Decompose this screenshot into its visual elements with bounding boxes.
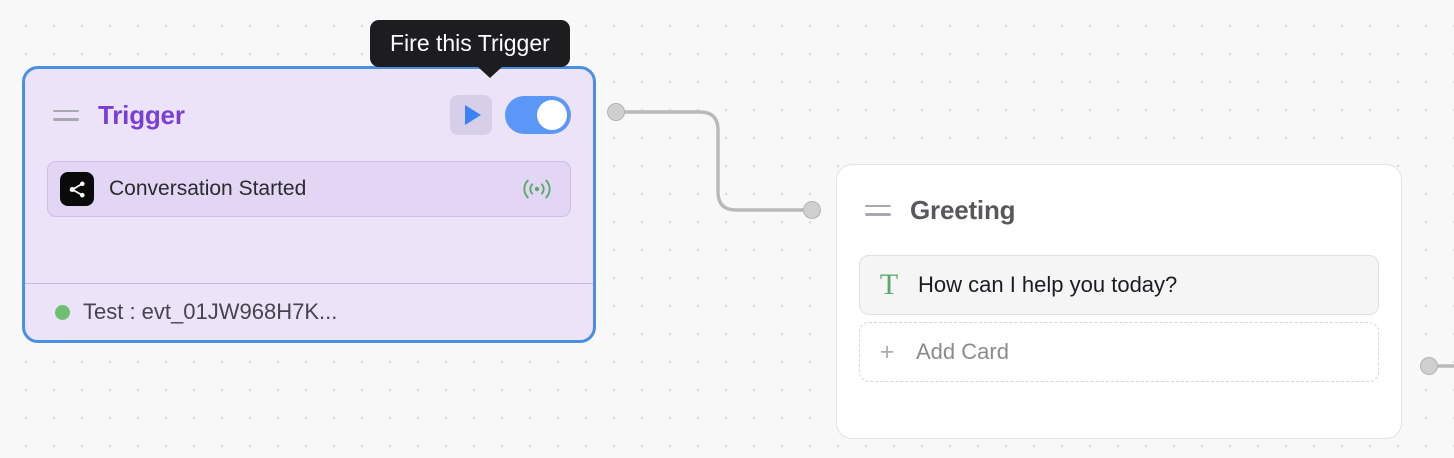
tooltip-arrow-icon <box>477 66 503 78</box>
message-card[interactable]: T How can I help you today? <box>859 255 1379 315</box>
greeting-input-handle[interactable] <box>803 201 821 219</box>
drag-handle-icon[interactable] <box>53 109 79 121</box>
add-card-button[interactable]: + Add Card <box>859 322 1379 382</box>
trigger-test-footer[interactable]: Test : evt_01JW968H7K... <box>25 283 593 340</box>
greeting-node-body: T How can I help you today? + Add Card <box>837 255 1401 382</box>
drag-handle-icon[interactable] <box>865 204 891 216</box>
tooltip-text: Fire this Trigger <box>390 30 550 56</box>
greeting-output-handle[interactable] <box>1420 357 1438 375</box>
trigger-enabled-toggle[interactable] <box>505 96 571 134</box>
greeting-node[interactable]: Greeting T How can I help you today? + A… <box>836 164 1402 439</box>
text-card-icon: T <box>879 268 899 301</box>
fire-trigger-tooltip: Fire this Trigger <box>370 20 570 78</box>
broadcast-icon <box>520 176 554 202</box>
greeting-node-title: Greeting <box>910 194 1016 225</box>
test-status-dot <box>55 304 70 320</box>
trigger-event-label: Conversation Started <box>109 177 307 200</box>
greeting-node-header: Greeting <box>837 165 1401 255</box>
trigger-header-actions <box>450 95 571 135</box>
message-card-text: How can I help you today? <box>918 272 1178 297</box>
test-event-label: Test : evt_01JW968H7K... <box>83 299 338 324</box>
trigger-event-row[interactable]: Conversation Started <box>47 161 571 217</box>
share-icon <box>60 172 94 206</box>
edge-trigger-to-greeting <box>623 110 805 212</box>
trigger-node-body: Conversation Started <box>25 161 593 217</box>
trigger-output-handle[interactable] <box>607 103 625 121</box>
trigger-node[interactable]: Trigger <box>22 66 596 343</box>
toggle-knob <box>537 100 567 130</box>
fire-trigger-button[interactable] <box>450 95 492 135</box>
add-card-label: Add Card <box>916 339 1009 364</box>
trigger-node-header: Trigger <box>25 69 593 161</box>
plus-icon: + <box>879 337 895 366</box>
trigger-node-title: Trigger <box>98 99 185 130</box>
play-icon <box>465 105 481 125</box>
